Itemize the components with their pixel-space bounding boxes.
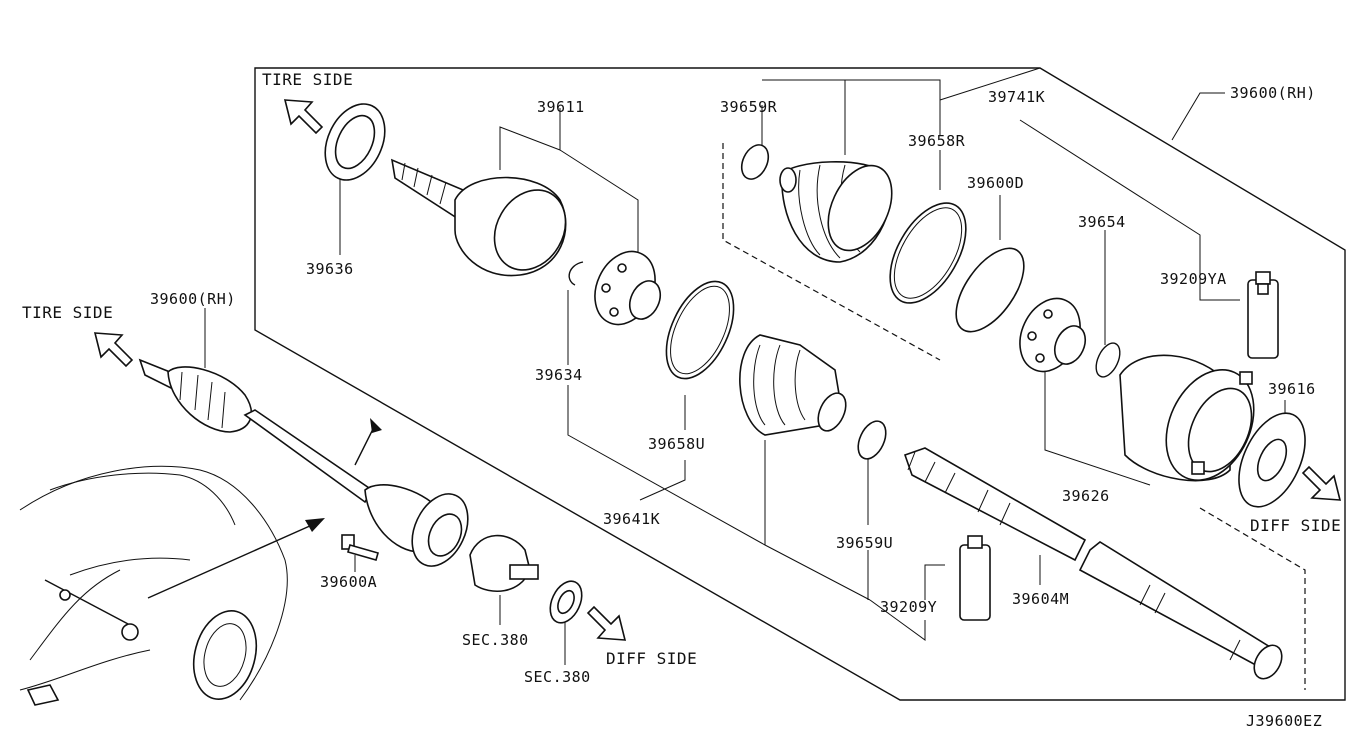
vehicle-silhouette xyxy=(19,465,288,706)
grease-tube-39209ya xyxy=(1247,271,1279,359)
label-diff-side-right: DIFF SIDE xyxy=(1250,516,1342,535)
part-label-39659r: 39659R xyxy=(720,98,778,116)
part-label-39600rh-top: 39600(RH) xyxy=(1230,84,1316,102)
subassembly-dashed-box xyxy=(722,143,941,361)
part-label-39611: 39611 xyxy=(537,98,585,116)
arrow-tire-side-left xyxy=(93,332,134,368)
arrow-diff-side-bottom xyxy=(586,605,627,641)
bolt-39600a xyxy=(341,534,379,561)
leader-lines xyxy=(204,67,1286,665)
label-tire-side-top: TIRE SIDE xyxy=(262,70,354,89)
inner-race-39611 xyxy=(594,250,662,326)
part-label-39636: 39636 xyxy=(306,260,354,278)
part-label-39600d: 39600D xyxy=(967,174,1025,192)
part-label-39600a: 39600A xyxy=(320,573,378,591)
flange-sec380 xyxy=(469,534,539,592)
arrow-up-indicator xyxy=(354,418,382,466)
driveshaft-assembly-39600rh xyxy=(138,358,469,567)
band-39658r xyxy=(889,202,967,304)
part-label-39209y: 39209Y xyxy=(880,598,938,616)
part-label-39741k: 39741K xyxy=(988,88,1046,106)
grease-tube-39209y xyxy=(959,535,991,621)
part-label-39654: 39654 xyxy=(1078,213,1126,231)
part-label-39604m: 39604M xyxy=(1012,590,1070,608)
inner-race-39654 xyxy=(1019,297,1087,373)
circlip-39654 xyxy=(1095,342,1121,378)
part-label-39209ya: 39209YA xyxy=(1160,270,1227,288)
part-label-sec380-flange: SEC.380 xyxy=(462,631,529,649)
seal-39616 xyxy=(1238,412,1306,508)
band-39658u xyxy=(665,280,735,380)
label-diff-side-bottom: DIFF SIDE xyxy=(606,649,698,668)
part-label-sec380-seal: SEC.380 xyxy=(524,668,591,686)
arrow-diff-side-right xyxy=(1301,465,1342,501)
part-label-39658r: 39658R xyxy=(908,132,966,150)
part-label-39616: 39616 xyxy=(1268,380,1316,398)
seal-39636 xyxy=(324,103,386,181)
ring-39600d xyxy=(955,247,1025,333)
band-39659r xyxy=(740,144,770,180)
boot-39641k xyxy=(739,334,847,436)
seal-sec380 xyxy=(549,580,583,624)
arrow-vehicle-pointer xyxy=(147,518,325,599)
part-label-39600rh-left: 39600(RH) xyxy=(150,290,236,308)
band-39659u xyxy=(857,420,887,460)
arrow-tire-side-top xyxy=(283,99,324,135)
part-label-39659u: 39659U xyxy=(836,534,894,552)
circlip-39634 xyxy=(568,261,584,286)
part-label-39658u: 39658U xyxy=(648,435,706,453)
label-tire-side-left: TIRE SIDE xyxy=(22,303,114,322)
part-label-39626: 39626 xyxy=(1062,487,1110,505)
shaft-39604m xyxy=(903,447,1283,680)
boot-39741k xyxy=(779,161,893,263)
subassembly-dashed-box-2 xyxy=(1199,507,1306,690)
part-label-39634: 39634 xyxy=(535,366,583,384)
diagram-code: J39600EZ xyxy=(1246,712,1323,730)
outer-joint-39611 xyxy=(390,158,567,277)
part-label-39641k: 39641K xyxy=(603,510,661,528)
housing-39626 xyxy=(1119,354,1255,482)
